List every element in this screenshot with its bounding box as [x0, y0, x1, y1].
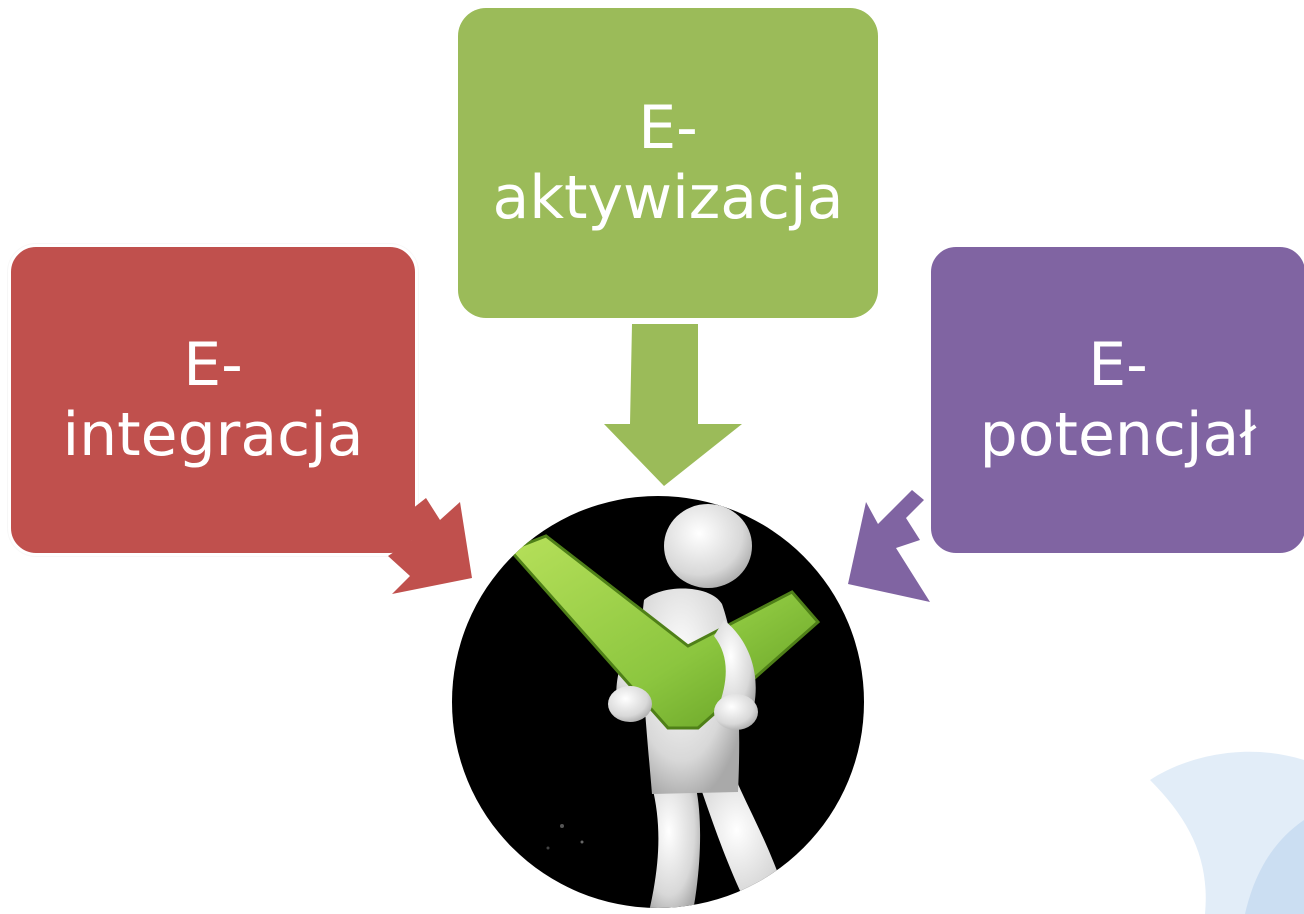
box-right-line2: potencjał	[979, 400, 1257, 470]
arrow-diagonal-red	[388, 498, 472, 594]
box-left-line1: E-	[183, 330, 243, 400]
box-right-line1: E-	[1088, 330, 1148, 400]
arrow-down-green	[604, 324, 742, 486]
e-potencjal-box: E- potencjał	[928, 244, 1304, 556]
e-integracja-box: E- integracja	[8, 244, 418, 556]
arrow-diagonal-purple	[848, 490, 930, 602]
box-top-line1: E-	[638, 93, 698, 163]
box-left-line2: integracja	[62, 400, 364, 470]
box-top-line2: aktywizacja	[492, 163, 844, 233]
e-aktywizacja-box: E- aktywizacja	[458, 8, 878, 318]
checkmark-person-image	[452, 496, 864, 908]
